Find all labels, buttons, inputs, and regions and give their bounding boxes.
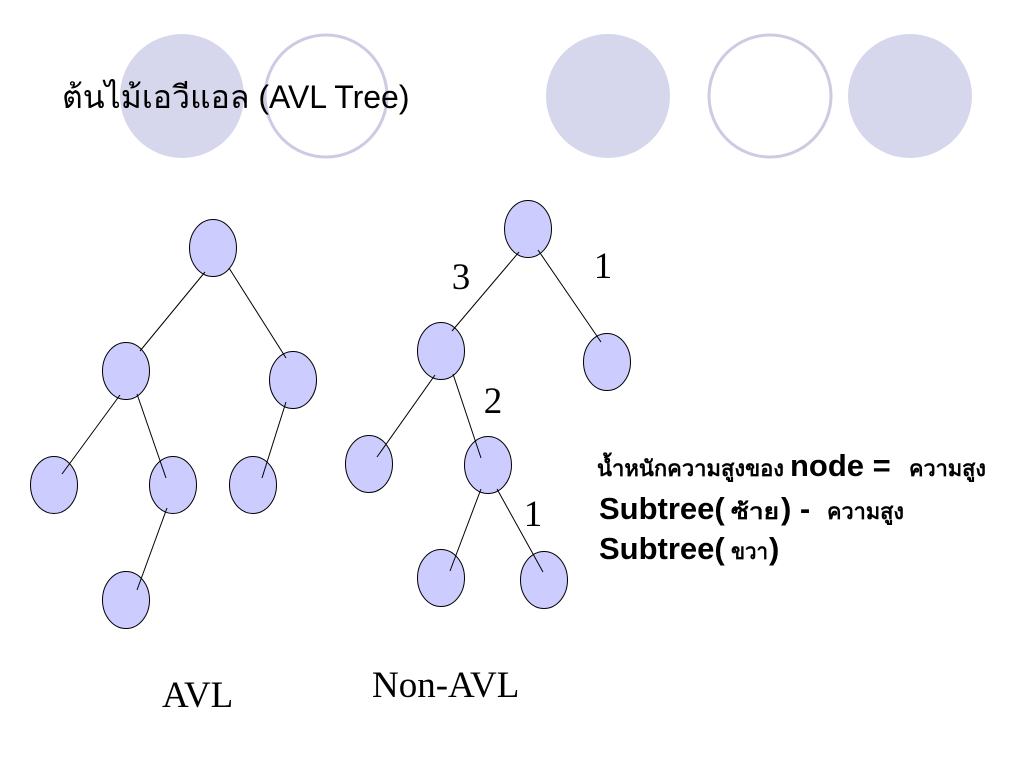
non-avl-node-left-right-right bbox=[520, 551, 568, 609]
edge-label-left-right-right: 1 bbox=[524, 494, 543, 535]
avl-caption: AVL bbox=[162, 675, 233, 716]
decor-circle-filled-1 bbox=[120, 34, 244, 158]
non-avl-edge-left-left bbox=[376, 374, 436, 458]
note-line2-latin-b: ) - bbox=[781, 491, 810, 526]
note-line3-latin-b: ) bbox=[769, 531, 779, 566]
non-avl-node-left-right-left bbox=[417, 549, 465, 607]
note-line1-latin: node = bbox=[790, 448, 891, 483]
note-line3-thai-a: ขวา bbox=[731, 539, 768, 565]
avl-edge-left-right-left bbox=[136, 507, 168, 591]
slide-title: ต้นไม้เอวีแอล (AVL Tree) bbox=[62, 79, 409, 115]
non-avl-node-left bbox=[417, 322, 465, 380]
non-avl-node-left-right bbox=[464, 436, 512, 494]
note-line1-thai-a: น้ำหนักความสูงของ bbox=[597, 452, 784, 483]
avl-tree: AVL bbox=[30, 219, 317, 716]
note-line3-latin-a: Subtree( bbox=[599, 531, 725, 566]
avl-node-left-right bbox=[149, 456, 197, 514]
non-avl-edge-left-right bbox=[452, 373, 482, 459]
avl-node-left-right-left bbox=[102, 571, 150, 629]
balance-note: น้ำหนักความสูงของ node = ความสูง Subtree… bbox=[597, 448, 986, 566]
non-avl-node-root bbox=[504, 200, 552, 258]
decor-circle-filled-3 bbox=[848, 34, 972, 158]
note-line1-thai-b: ความสูง bbox=[909, 456, 986, 483]
decor-circle-ring-2 bbox=[707, 33, 833, 159]
note-line2-thai-b: ความสูง bbox=[827, 499, 904, 526]
avl-node-right bbox=[269, 351, 317, 409]
decor-circles bbox=[120, 33, 972, 159]
avl-edge-left-right bbox=[136, 393, 167, 479]
avl-node-right-left bbox=[229, 456, 277, 514]
edge-label-root-right: 1 bbox=[594, 246, 613, 287]
edge-label-left-right: 2 bbox=[484, 381, 503, 422]
non-avl-edge-left-right-right bbox=[496, 488, 544, 573]
avl-node-root bbox=[189, 219, 237, 277]
avl-edge-right-left bbox=[261, 401, 287, 479]
avl-edge-left-left bbox=[61, 394, 121, 475]
avl-node-left-left bbox=[30, 456, 78, 514]
non-avl-edge-root-left bbox=[451, 251, 520, 332]
decor-circle-ring-1 bbox=[263, 33, 389, 159]
non-avl-edge-left-right-left bbox=[449, 488, 482, 572]
non-avl-edge-root-right bbox=[537, 249, 602, 343]
avl-edge-root-right bbox=[228, 267, 287, 359]
avl-edge-root-left bbox=[139, 271, 206, 352]
non-avl-tree: 3 1 2 1 Non-AVL bbox=[345, 200, 631, 706]
avl-node-left bbox=[102, 342, 150, 400]
note-line2-latin-a: Subtree( bbox=[599, 491, 725, 526]
note-line2-thai-a: ซ้าย bbox=[731, 499, 779, 525]
decor-circle-filled-2 bbox=[546, 34, 670, 158]
non-avl-node-right bbox=[583, 333, 631, 391]
edge-label-root-left: 3 bbox=[452, 257, 471, 298]
non-avl-caption: Non-AVL bbox=[372, 665, 519, 706]
non-avl-node-left-left bbox=[345, 435, 393, 493]
